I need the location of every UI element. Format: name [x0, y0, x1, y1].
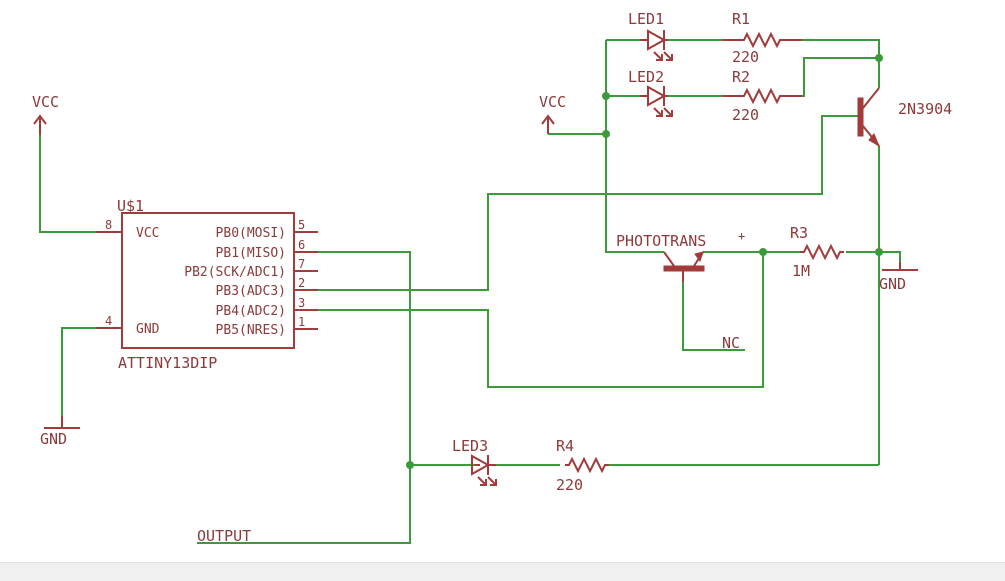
- pin-label-pb4: PB4(ADC2): [216, 304, 286, 319]
- pin-num-7: 7: [298, 257, 305, 271]
- junctions: [406, 54, 883, 469]
- gnd-left-label: GND: [40, 430, 67, 448]
- led2-label: LED2: [628, 68, 664, 86]
- transistor-value: 2N3904: [898, 100, 952, 118]
- chip-value: ATTINY13DIP: [118, 354, 217, 372]
- vcc-right-symbol[interactable]: VCC: [539, 93, 566, 134]
- r2-name: R2: [732, 68, 750, 86]
- r3-value: 1M: [792, 262, 810, 280]
- phototrans-name: PHOTOTRANS: [616, 232, 706, 250]
- wires: [39, 39, 901, 544]
- r3-name: R3: [790, 224, 808, 242]
- status-strip: [0, 562, 1005, 581]
- pin-num-3: 3: [298, 296, 305, 310]
- pin-num-1: 1: [298, 315, 305, 329]
- pin-num-2: 2: [298, 276, 305, 290]
- resistor-r2[interactable]: R2 220: [722, 68, 802, 124]
- r1-name: R1: [732, 10, 750, 28]
- resistor-r1[interactable]: R1 220: [722, 10, 802, 66]
- pin-label-vcc: VCC: [136, 226, 159, 241]
- net-label-output: OUTPUT: [197, 527, 251, 545]
- net-label-nc: NC: [722, 334, 740, 352]
- r1-value: 220: [732, 48, 759, 66]
- pin-label-pb1: PB1(MISO): [216, 246, 286, 261]
- pin-label-pb5: PB5(NRES): [216, 323, 286, 338]
- chip-name: U$1: [117, 197, 144, 215]
- pin-label-pb3: PB3(ADC3): [216, 284, 286, 299]
- vcc-left-symbol[interactable]: VCC: [32, 93, 59, 135]
- vcc-left-label: VCC: [32, 93, 59, 111]
- pin-num-8: 8: [105, 218, 112, 232]
- r4-value: 220: [556, 476, 583, 494]
- gnd-left-symbol[interactable]: GND: [40, 416, 80, 448]
- resistor-r3[interactable]: R3 1M: [790, 224, 845, 280]
- r2-value: 220: [732, 106, 759, 124]
- chip-attiny13[interactable]: U$1 ATTINY13DIP 8 4 VCC GND 5 6 7 2 3 1 …: [96, 197, 318, 372]
- transistor-2n3904[interactable]: 2N3904: [857, 87, 952, 148]
- phototrans-polarity: +: [738, 229, 745, 243]
- gnd-right-symbol[interactable]: GND: [879, 262, 918, 293]
- pin-num-6: 6: [298, 238, 305, 252]
- r4-name: R4: [556, 437, 574, 455]
- led1[interactable]: LED1: [628, 10, 673, 61]
- vcc-right-label: VCC: [539, 93, 566, 111]
- led1-label: LED1: [628, 10, 664, 28]
- led2[interactable]: LED2: [628, 68, 673, 117]
- resistor-r4[interactable]: R4 220: [556, 437, 627, 494]
- led3[interactable]: LED3: [452, 437, 560, 486]
- gnd-right-label: GND: [879, 275, 906, 293]
- pin-label-gnd: GND: [136, 322, 160, 337]
- led3-label: LED3: [452, 437, 488, 455]
- pin-num-5: 5: [298, 218, 305, 232]
- pin-label-pb2: PB2(SCK/ADC1): [184, 265, 286, 280]
- pin-num-4: 4: [105, 314, 112, 328]
- pin-label-pb0: PB0(MOSI): [216, 226, 286, 241]
- phototransistor[interactable]: PHOTOTRANS +: [616, 229, 745, 282]
